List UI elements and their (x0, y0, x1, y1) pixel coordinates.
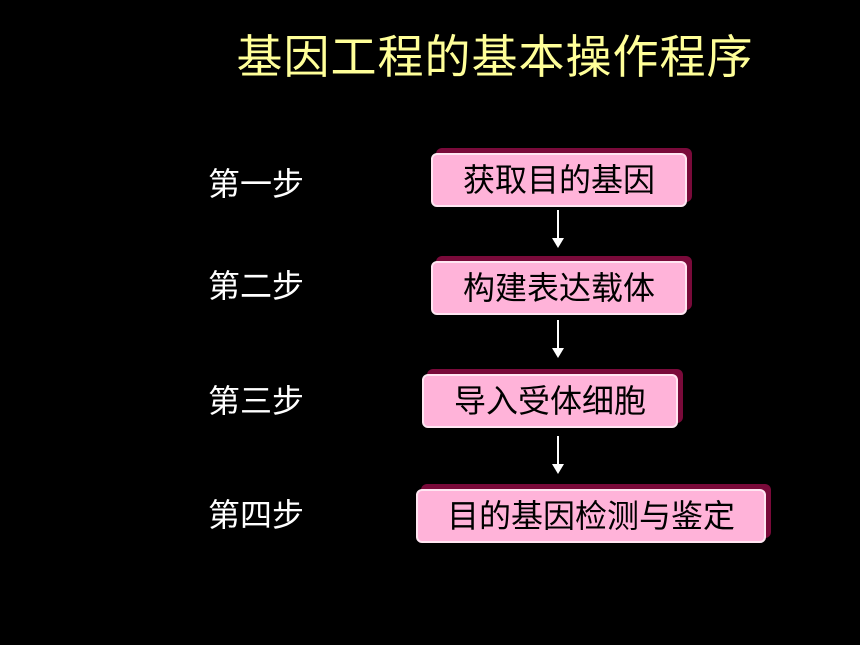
arrow-head-icon (552, 238, 564, 248)
step-label-2: 第二步 (208, 267, 305, 305)
flow-box-get-target-gene: 获取目的基因 (431, 153, 687, 207)
arrow-shaft (557, 320, 559, 350)
flow-box-introduce-host-cell: 导入受体细胞 (422, 374, 678, 428)
flow-box-detect-identify-gene: 目的基因检测与鉴定 (416, 489, 766, 543)
flow-box-build-expression-vector: 构建表达载体 (431, 261, 687, 315)
arrow-shaft (557, 436, 559, 466)
slide-title: 基因工程的基本操作程序 (236, 30, 754, 84)
step-label-3: 第三步 (208, 382, 305, 420)
flow-arrow-1 (551, 210, 565, 250)
arrow-head-icon (552, 348, 564, 358)
flow-arrow-3 (551, 436, 565, 476)
step-label-4: 第四步 (208, 496, 305, 534)
arrow-shaft (557, 210, 559, 240)
arrow-head-icon (552, 464, 564, 474)
step-label-1: 第一步 (208, 165, 305, 203)
flow-arrow-2 (551, 320, 565, 360)
